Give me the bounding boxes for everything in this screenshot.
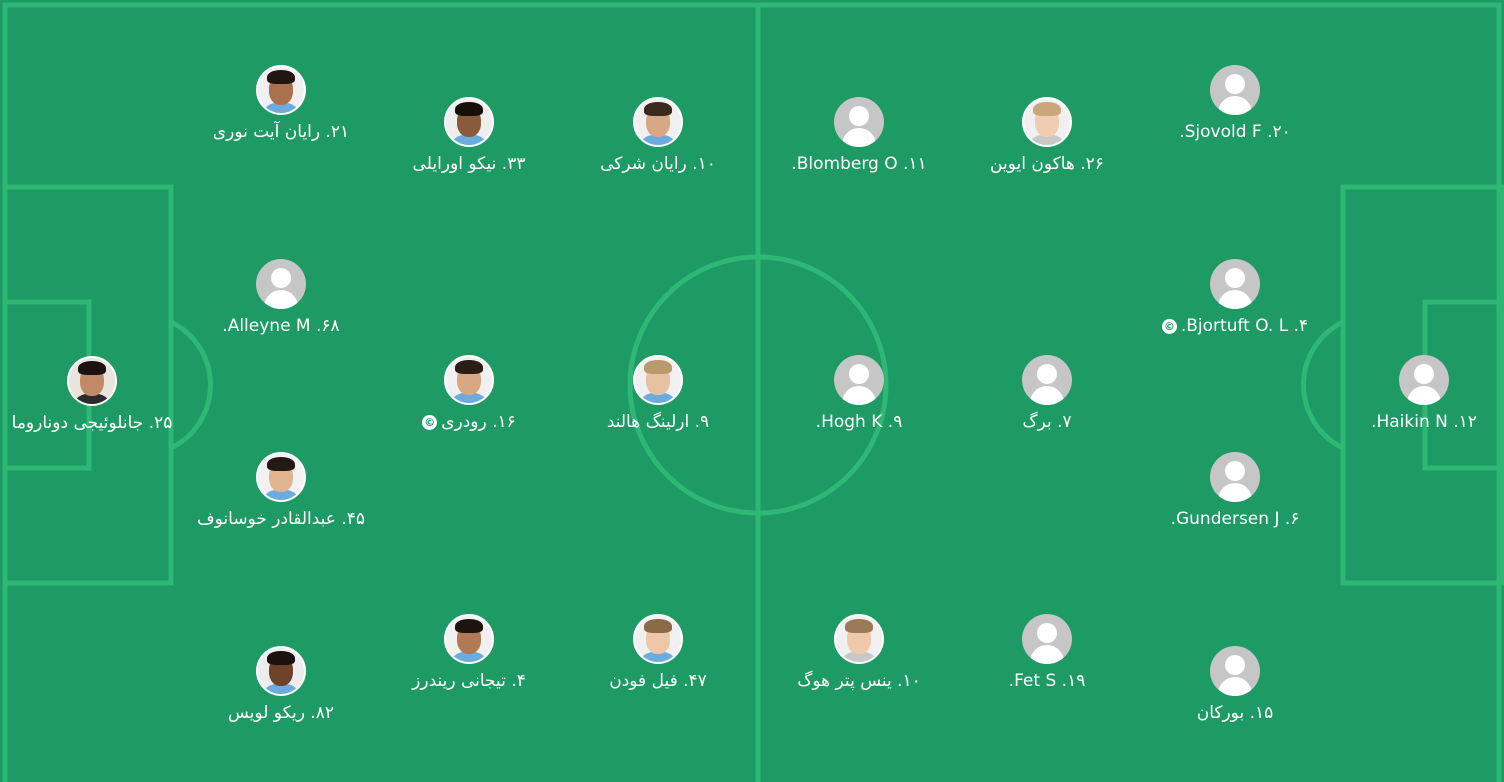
player-name: ۱۰. ینس پتر هوگ (797, 671, 921, 691)
player-name: ۴. تیجانی ریندرز (412, 671, 526, 691)
player-photo (444, 614, 494, 664)
player-home-rw[interactable]: ۴۷. فیل فودن (538, 614, 778, 692)
player-name: ۶۸. Alleyne M. (222, 316, 340, 336)
player-photo (256, 646, 306, 696)
player-photo (834, 614, 884, 664)
player-photo (256, 65, 306, 115)
player-photo (444, 355, 494, 405)
player-home-rb[interactable]: ۸۲. ریکو لویس (161, 646, 401, 724)
user-silhouette-icon (1210, 65, 1260, 115)
player-home-st[interactable]: ۹. ارلینگ هالند (538, 355, 778, 433)
player-home-lb[interactable]: ۲۱. رایان آیت نوری (161, 65, 401, 143)
left-penalty-arc (169, 319, 213, 451)
player-name: ۸۲. ریکو لویس (228, 703, 334, 723)
player-name: ۲۰. Sjovold F. (1179, 122, 1291, 142)
player-home-lcb[interactable]: ۶۸. Alleyne M. (161, 259, 401, 337)
player-name: ۹. ارلینگ هالند (606, 412, 710, 432)
user-silhouette-icon (834, 355, 884, 405)
player-photo (633, 97, 683, 147)
player-home-lm[interactable]: ۳۳. نیکو اورایلی (349, 97, 589, 175)
player-away-lcb[interactable]: ۴. Bjortuft O. L.© (1115, 259, 1355, 337)
player-away-rb[interactable]: ۱۵. بورکان (1115, 646, 1355, 724)
player-away-rcb[interactable]: ۶. Gundersen J. (1115, 452, 1355, 530)
player-away-st[interactable]: ۹. Hogh K. (739, 355, 979, 433)
player-name: ۲۶. هاکون ایوین (990, 154, 1104, 174)
player-name: ۴. Bjortuft O. L.© (1161, 316, 1309, 336)
user-silhouette-icon (256, 259, 306, 309)
player-away-cm[interactable]: ۷. برگ (927, 355, 1167, 433)
player-name: ۷. برگ (1022, 412, 1072, 432)
player-away-rw[interactable]: ۱۰. ینس پتر هوگ (739, 614, 979, 692)
player-name: ۲۱. رایان آیت نوری (212, 122, 350, 142)
player-name: ۱۹. Fet S. (1008, 671, 1086, 691)
user-silhouette-icon (1210, 452, 1260, 502)
player-name: ۳۳. نیکو اورایلی (412, 154, 526, 174)
player-away-lw[interactable]: ۱۱. Blomberg O. (739, 97, 979, 175)
player-name: ۹. Hogh K. (815, 412, 903, 432)
player-name: ۲۵. جانلوئیجی دوناروما (11, 413, 173, 433)
player-photo (633, 355, 683, 405)
player-home-rcb[interactable]: ۴۵. عبدالقادر خوسانوف (161, 452, 401, 530)
player-name: ۱۲. Haikin N. (1371, 412, 1477, 432)
user-silhouette-icon (1022, 355, 1072, 405)
player-home-lw[interactable]: ۱۰. رایان شرکی (538, 97, 778, 175)
player-away-lm[interactable]: ۲۶. هاکون ایوین (927, 97, 1167, 175)
player-photo (633, 614, 683, 664)
player-home-gk[interactable]: ۲۵. جانلوئیجی دوناروما (0, 356, 212, 434)
right-penalty-box (1340, 184, 1504, 586)
user-silhouette-icon (1399, 355, 1449, 405)
captain-icon: © (422, 414, 438, 430)
player-away-lb[interactable]: ۲۰. Sjovold F. (1115, 65, 1355, 143)
user-silhouette-icon (1022, 614, 1072, 664)
player-name: ۱۶. رودری© (422, 412, 516, 432)
player-photo (444, 97, 494, 147)
center-circle (627, 254, 889, 516)
player-home-rm[interactable]: ۴. تیجانی ریندرز (349, 614, 589, 692)
player-name: ۱۵. بورکان (1196, 703, 1274, 723)
player-name: ۱۰. رایان شرکی (600, 154, 716, 174)
player-away-rm[interactable]: ۱۹. Fet S. (927, 614, 1167, 692)
captain-icon: © (1161, 318, 1177, 334)
player-photo (256, 452, 306, 502)
player-name: ۶. Gundersen J. (1170, 509, 1300, 529)
player-photo (67, 356, 117, 406)
user-silhouette-icon (1210, 646, 1260, 696)
player-home-cdm[interactable]: ۱۶. رودری© (349, 355, 589, 433)
user-silhouette-icon (834, 97, 884, 147)
player-away-gk[interactable]: ۱۲. Haikin N. (1304, 355, 1504, 433)
user-silhouette-icon (1210, 259, 1260, 309)
player-name: ۴۵. عبدالقادر خوسانوف (197, 509, 365, 529)
player-name: ۱۱. Blomberg O. (791, 154, 927, 174)
player-photo (1022, 97, 1072, 147)
right-penalty-arc (1301, 319, 1345, 451)
player-name: ۴۷. فیل فودن (609, 671, 707, 691)
